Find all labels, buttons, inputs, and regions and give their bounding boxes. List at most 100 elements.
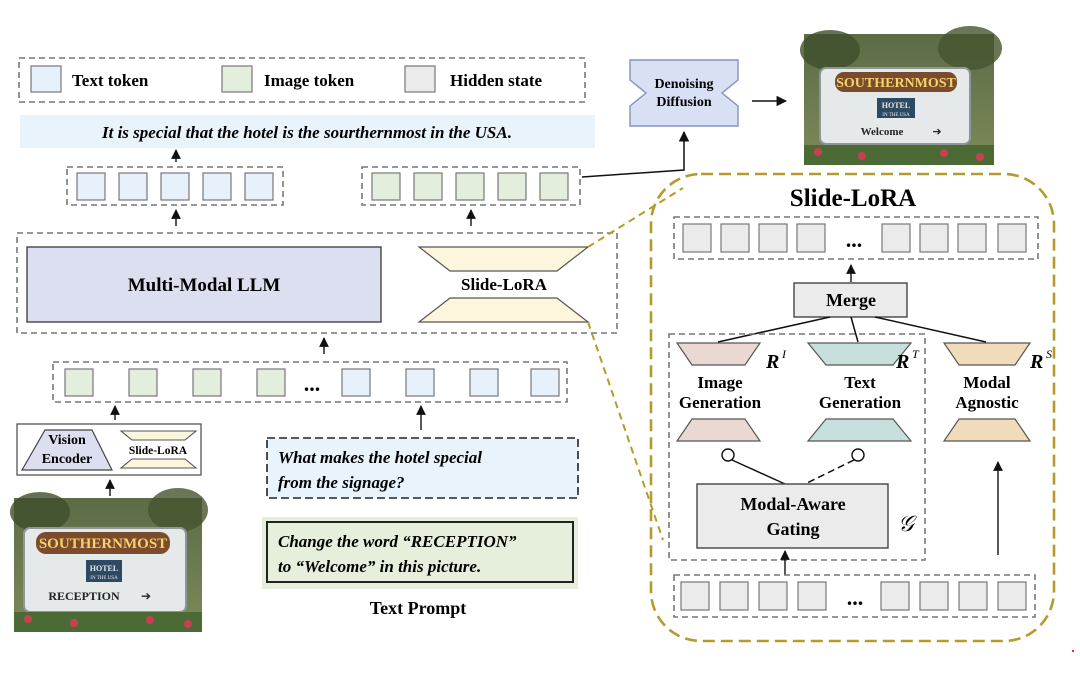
slide-lora-detail-title: Slide-LoRA (790, 185, 916, 212)
switch-solid-line (731, 459, 786, 485)
legend-text-token-swatch (30, 65, 62, 93)
slide-lora-label: Slide-LoRA (461, 275, 548, 294)
input-image-flower (146, 616, 154, 624)
merge-block (793, 282, 908, 318)
denoising-diffusion-block (629, 59, 739, 127)
slide-lora-upper-trapezoid (417, 246, 590, 272)
modal-aware-gating-block (696, 483, 889, 549)
input-token-ellipsis: ... (304, 371, 321, 396)
output-image-plants (804, 145, 994, 165)
legend-hidden-state-label: Hidden state (450, 71, 543, 90)
zoom-connector-top (587, 187, 684, 248)
legend: Text token Image token Hidden state (18, 57, 586, 103)
input-sign-word: RECEPTION (48, 589, 120, 603)
image-gen-lower-trapezoid (675, 418, 762, 442)
image-token (64, 368, 94, 397)
output-image-flower (940, 149, 948, 157)
multi-modal-llm-block (26, 246, 382, 323)
vision-encoder-frame (16, 423, 202, 476)
input-sign-banner (36, 532, 170, 554)
output-sign-title: SOUTHERNMOST (836, 76, 956, 91)
input-image-foliage (10, 492, 70, 532)
input-sign-hotel-plate (86, 560, 122, 582)
line-modal-agnostic-to-merge (874, 316, 987, 343)
hidden-state-token (719, 581, 749, 611)
output-sign-hotel: HOTEL (882, 101, 910, 110)
multi-modal-llm-label: Multi-Modal LLM (128, 275, 281, 296)
output-sign-arrow: ➔ (932, 125, 941, 138)
input-image-flower (24, 615, 32, 623)
prompt-edit-line1: Change the word “RECEPTION” (278, 532, 517, 551)
image-gen-label-line2: Generation (679, 393, 762, 412)
hidden-state-token (957, 223, 987, 253)
image-gen-upper-trapezoid (675, 342, 762, 366)
output-image-flower (814, 148, 822, 156)
output-image: SOUTHERNMOST HOTEL IN THE USA Welcome ➔ (800, 26, 1002, 165)
hidden-state-ellipsis-bottom: ... (847, 585, 864, 610)
text-gen-label-line1: Text (844, 373, 876, 392)
encoder-lora-lower-trapezoid (119, 458, 198, 469)
slide-lora-detail-frame (649, 172, 1056, 643)
hidden-state-token (997, 581, 1027, 611)
text-token (76, 172, 106, 201)
input-image: SOUTHERNMOST HOTEL IN THE USA RECEPTION … (10, 488, 208, 632)
arrow-image-tokens-to-diffusion (581, 130, 690, 178)
hidden-state-ellipsis-top: ... (846, 227, 863, 252)
text-token (118, 172, 148, 201)
encoder-lora-upper-trapezoid (119, 430, 198, 441)
output-text: It is special that the hotel is the sour… (101, 123, 512, 142)
output-sign-word: Welcome (861, 126, 904, 138)
input-sign-arrow: ➔ (141, 589, 151, 603)
stray-dot (1071, 649, 1075, 653)
text-token (530, 368, 560, 397)
vision-encoder-block (20, 429, 113, 471)
gating-label-line2: Gating (766, 519, 819, 539)
input-token-frame (52, 361, 568, 403)
slide-lora-lower-trapezoid (417, 297, 590, 323)
input-image-flower (184, 620, 192, 628)
r-shared-symbol: R (1029, 351, 1043, 373)
legend-text-token-label: Text token (72, 71, 149, 90)
text-token (469, 368, 499, 397)
hidden-state-token (997, 223, 1027, 253)
text-token (405, 368, 435, 397)
merge-label: Merge (826, 290, 876, 310)
output-sign-banner (835, 72, 957, 92)
modal-agnostic-upper-trapezoid (942, 342, 1032, 366)
hidden-state-token (758, 581, 788, 611)
legend-hidden-state-swatch (404, 65, 436, 93)
text-prompt-label: Text Prompt (370, 598, 467, 618)
zoom-connector-bottom (587, 321, 664, 541)
switch-contact-text (851, 448, 865, 462)
r-image-superscript: I (781, 347, 787, 361)
prompt-edit-box (266, 521, 574, 583)
input-image-plants (14, 612, 202, 632)
hidden-state-token (796, 223, 826, 253)
diffusion-label-line1: Denoising (654, 77, 713, 92)
output-text-token-frame (66, 166, 284, 206)
detail-hidden-state-row-bottom: ... (673, 574, 1036, 618)
prompt-question-box (266, 437, 579, 499)
image-token (128, 368, 158, 397)
hidden-state-token (881, 223, 911, 253)
legend-frame (18, 57, 586, 103)
input-image-flower (70, 619, 78, 627)
text-token (160, 172, 190, 201)
output-image-flower (858, 152, 866, 160)
r-image-symbol: R (765, 351, 779, 373)
input-sign-title: SOUTHERNMOST (39, 536, 167, 552)
text-token (341, 368, 371, 397)
output-image-flower (976, 153, 984, 161)
r-shared-superscript: S (1046, 347, 1052, 361)
hidden-state-token (919, 223, 949, 253)
input-sign-usa: IN THE USA (90, 576, 118, 581)
r-text-superscript: T (912, 347, 920, 361)
diffusion-label-line2: Diffusion (656, 95, 711, 110)
image-token (455, 172, 485, 201)
image-token (192, 368, 222, 397)
gating-label-line1: Modal-Aware (740, 494, 845, 514)
switch-dashed-line (804, 459, 855, 485)
hidden-state-token (720, 223, 750, 253)
line-image-gen-to-merge (717, 316, 831, 343)
